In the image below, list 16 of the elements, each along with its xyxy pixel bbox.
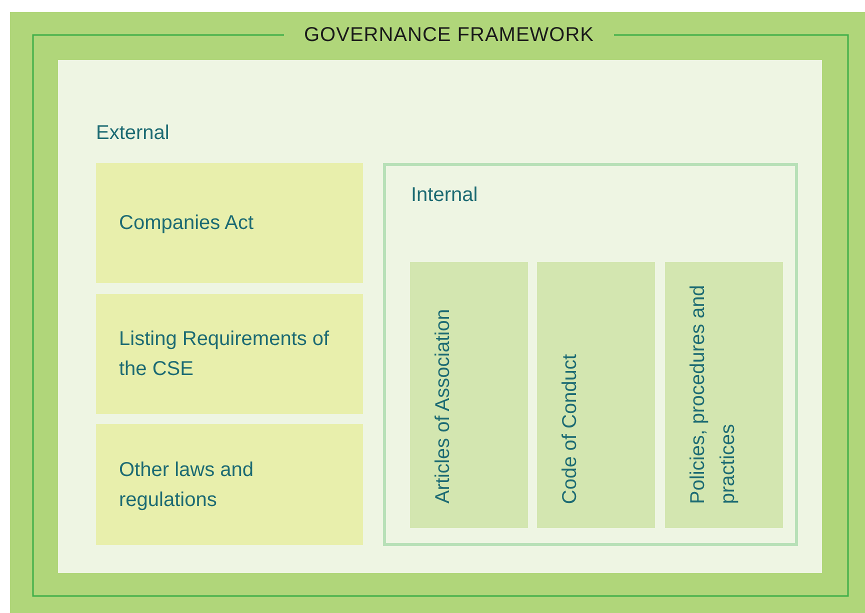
item-label: Code of Conduct xyxy=(558,354,582,504)
section-heading: External xyxy=(96,121,170,146)
item-box xyxy=(96,424,363,545)
section-box xyxy=(383,163,798,546)
item-label: Companies Act xyxy=(119,211,255,236)
framework-title: GOVERNANCE FRAMEWORK xyxy=(302,23,596,48)
item-label: Articles of Association xyxy=(431,309,455,504)
item-box xyxy=(96,163,363,283)
item-column xyxy=(410,262,528,528)
item-label: Listing Requirements of the CSE xyxy=(119,327,330,382)
section-heading: Internal xyxy=(411,183,478,208)
item-label: Policies, procedures and practices xyxy=(686,284,740,504)
item-box xyxy=(96,294,363,414)
item-column xyxy=(537,262,655,528)
item-label: Other laws and regulations xyxy=(119,458,255,512)
item-column xyxy=(665,262,783,528)
